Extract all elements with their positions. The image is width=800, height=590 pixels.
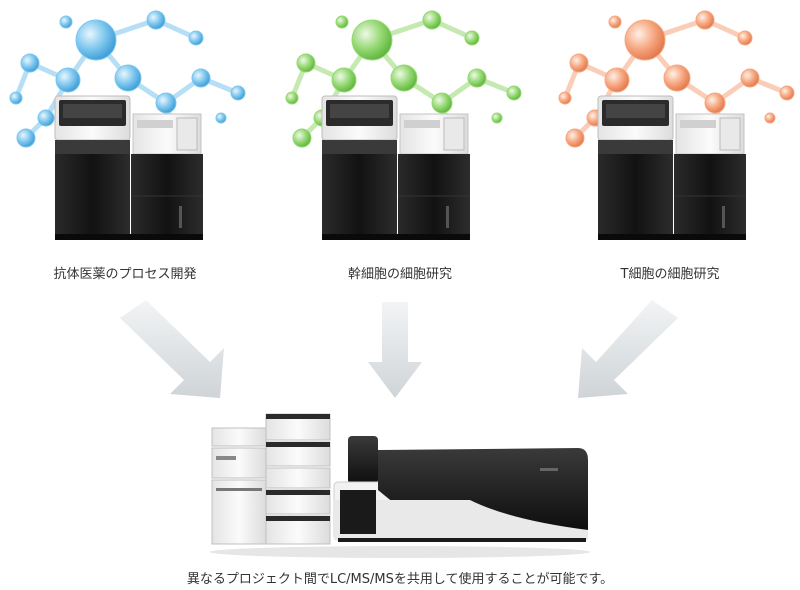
instrument-stem-cell-icon — [321, 95, 471, 241]
caption-shared-lcms: 異なるプロジェクト間でLC/MS/MSを共用して使用することが可能です。 — [186, 572, 614, 587]
arrow-left-icon — [120, 300, 224, 398]
caption-antibody: 抗体医薬のプロセス開発 — [53, 267, 197, 282]
caption-t-cell: T細胞の細胞研究 — [620, 267, 720, 282]
arrow-right-icon — [578, 300, 678, 398]
instrument-antibody-icon — [54, 95, 204, 241]
lcms-system-icon — [210, 413, 590, 558]
arrow-center-icon — [368, 302, 422, 398]
instrument-t-cell-icon — [597, 95, 747, 241]
caption-stem-cell: 幹細胞の細胞研究 — [347, 267, 452, 282]
